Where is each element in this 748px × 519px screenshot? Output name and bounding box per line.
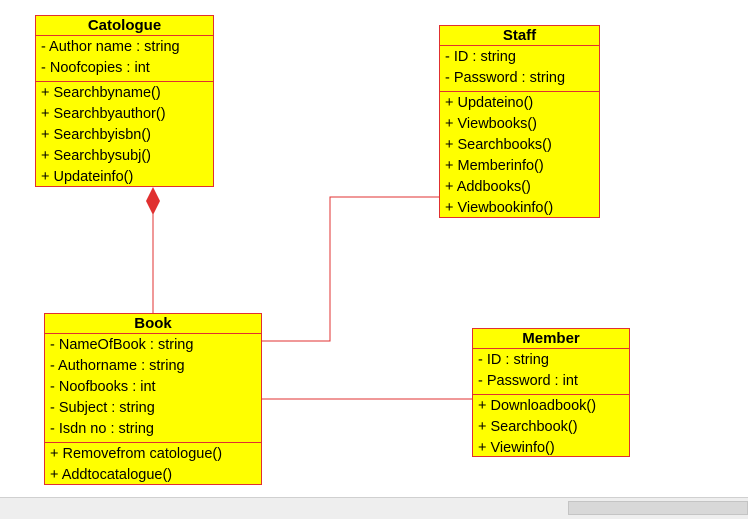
operation: + Viewinfo() (478, 440, 555, 456)
attribute: - ID : string (478, 352, 549, 368)
operation: + Addbooks() (445, 179, 531, 195)
attribute: - Isdn no : string (50, 421, 154, 437)
operation: + Updateinfo() (41, 169, 134, 185)
class-catalogue-attributes: - Author name : string - Noofcopies : in… (36, 36, 213, 82)
class-member-operations: + Downloadbook() + Searchbook() + Viewin… (473, 395, 629, 461)
attribute: - Subject : string (50, 400, 155, 416)
attribute: - Password : string (445, 70, 566, 86)
class-catalogue-title: Catologue (36, 16, 213, 36)
class-book-title: Book (45, 314, 261, 334)
operation: + Searchbooks() (445, 137, 552, 153)
operation: + Searchbyname() (41, 85, 161, 101)
attribute: - Noofbooks : int (50, 379, 156, 395)
composition-diamond-icon (146, 187, 160, 215)
operation: + Searchbyauthor() (41, 106, 166, 122)
attribute: - Authorname : string (50, 358, 185, 374)
operation: + Memberinfo() (445, 158, 544, 174)
attribute: - NameOfBook : string (50, 337, 194, 353)
class-book[interactable]: Book - NameOfBook : string - Authorname … (44, 313, 262, 485)
operation: + Viewbookinfo() (445, 200, 554, 216)
operation: + Removefrom catologue() (50, 446, 223, 462)
operation: + Addtocatalogue() (50, 467, 173, 483)
class-staff[interactable]: Staff - ID : string - Password : string … (439, 25, 600, 218)
horizontal-scrollbar[interactable] (568, 501, 748, 515)
class-staff-operations: + Updateino() + Viewbooks() + Searchbook… (440, 92, 599, 221)
class-member-title: Member (473, 329, 629, 349)
attribute: - ID : string (445, 49, 516, 65)
class-catalogue[interactable]: Catologue - Author name : string - Noofc… (35, 15, 214, 187)
class-staff-attributes: - ID : string - Password : string (440, 46, 599, 92)
class-catalogue-operations: + Searchbyname() + Searchbyauthor() + Se… (36, 82, 213, 190)
attribute: - Noofcopies : int (41, 60, 150, 76)
class-member-attributes: - ID : string - Password : int (473, 349, 629, 395)
operation: + Searchbyisbn() (41, 127, 152, 143)
class-book-operations: + Removefrom catologue() + Addtocatalogu… (45, 443, 261, 488)
operation: + Viewbooks() (445, 116, 538, 132)
attribute: - Author name : string (41, 39, 180, 55)
operation: + Updateino() (445, 95, 534, 111)
staff-book-link[interactable] (262, 196, 439, 342)
class-book-attributes: - NameOfBook : string - Authorname : str… (45, 334, 261, 443)
class-staff-title: Staff (440, 26, 599, 46)
operation: + Downloadbook() (478, 398, 597, 414)
operation: + Searchbook() (478, 419, 578, 435)
operation: + Searchbysubj() (41, 148, 152, 164)
status-bar (0, 497, 748, 519)
class-member[interactable]: Member - ID : string - Password : int + … (472, 328, 630, 457)
attribute: - Password : int (478, 373, 578, 389)
